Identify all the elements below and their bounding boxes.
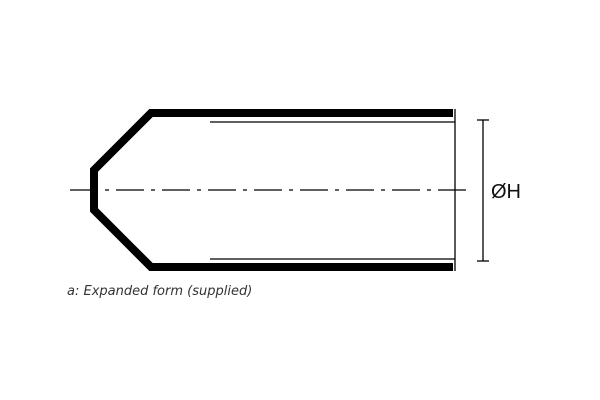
diameter-label: ØH <box>491 181 521 203</box>
figure-caption: a: Expanded form (supplied) <box>67 284 253 299</box>
cap-outline <box>90 109 453 271</box>
diameter-dimension: ØH <box>477 119 521 262</box>
